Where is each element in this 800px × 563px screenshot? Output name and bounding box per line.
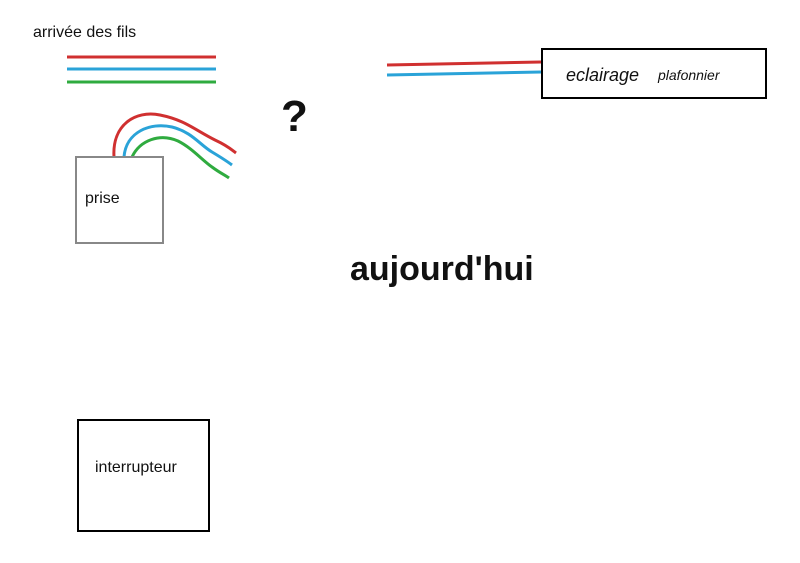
ceiling-light-sublabel: plafonnier — [658, 67, 720, 83]
incoming-wires-label: arrivée des fils — [33, 24, 137, 41]
ceiling-light-label: eclairage — [566, 65, 640, 85]
switch-box — [77, 419, 210, 532]
prise-box — [75, 156, 164, 244]
prise-wire-red — [112, 112, 237, 158]
switch-label: interrupteur — [95, 459, 177, 476]
light-wire-blue — [386, 70, 542, 77]
question-mark: ? — [281, 92, 308, 141]
prise-wire-green — [130, 136, 230, 180]
diagram-title: aujourd'hui — [350, 250, 534, 288]
light-wire-red — [386, 60, 542, 67]
prise-wire-blue — [122, 124, 233, 167]
prise-label: prise — [85, 190, 120, 207]
ceiling-light-box — [541, 48, 767, 99]
